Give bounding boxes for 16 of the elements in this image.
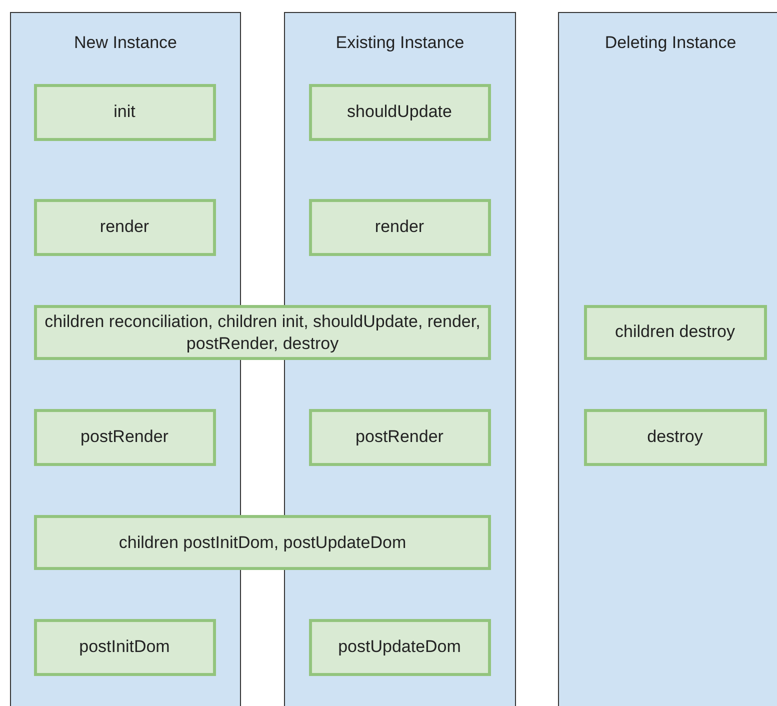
lane-title: Deleting Instance [604,33,738,53]
process-box: children reconciliation, children init, shouldUpdate, render, postRender, destroy [34,305,491,360]
process-box: init [34,84,216,140]
lane-title: New Instance [73,33,178,53]
process-box: render [34,198,216,256]
process-box: shouldUpdate [308,84,490,140]
process-box: postRender [34,408,216,466]
process-box: postInitDom [34,618,216,676]
process-box: postUpdateDom [308,618,490,676]
process-box: render [308,198,490,256]
lane-title: Existing Instance [334,33,466,53]
process-box: destroy [584,408,766,466]
swimlane-panel [558,12,777,706]
process-box: postRender [308,408,490,466]
process-box: children postInitDom, postUpdateDom [34,515,491,570]
process-box: children destroy [584,304,766,360]
